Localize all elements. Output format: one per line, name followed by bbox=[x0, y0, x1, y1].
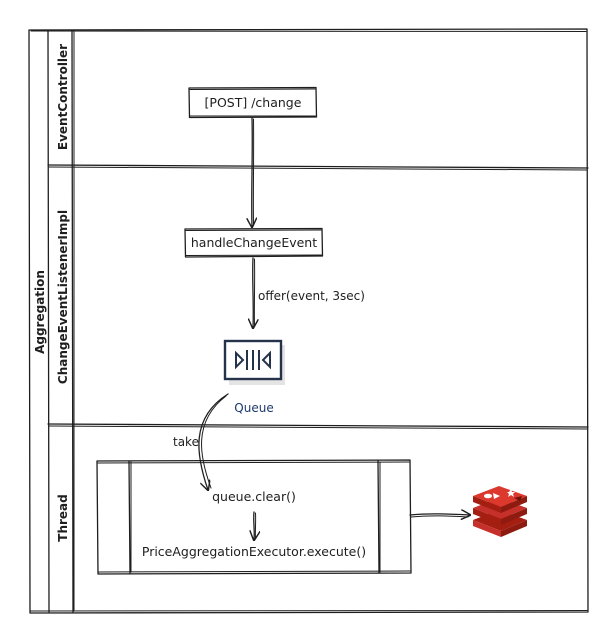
edge-offer-label: offer(event, 3sec) bbox=[258, 289, 365, 303]
node-post-change-label: [POST] /change bbox=[205, 95, 302, 110]
edge-take-label: take bbox=[173, 435, 199, 449]
edge-queue-take bbox=[198, 393, 229, 490]
queue-label: Queue bbox=[234, 401, 273, 415]
queue-icon bbox=[223, 339, 285, 385]
lane-label-change-event-listener-impl: ChangeEventListenerImpl bbox=[56, 210, 70, 384]
edge-handle-to-queue bbox=[253, 257, 254, 328]
lane-label-thread: Thread bbox=[56, 494, 70, 541]
pool-aggregation: Aggregation bbox=[28, 28, 589, 614]
pool-label-aggregation: Aggregation bbox=[33, 270, 47, 354]
edge-post-to-handle bbox=[252, 117, 253, 227]
node-post-change[interactable]: [POST] /change bbox=[188, 86, 318, 119]
node-executor-execute[interactable]: PriceAggregationExecutor.execute() bbox=[142, 544, 366, 559]
edge-to-redis bbox=[409, 514, 470, 515]
node-handle-change-event-label: handleChangeEvent bbox=[191, 235, 317, 250]
thread-process-box bbox=[96, 459, 412, 575]
lane-label-event-controller: EventController bbox=[56, 44, 70, 150]
lane-dividers bbox=[47, 29, 589, 613]
node-queue-clear[interactable]: queue.clear() bbox=[212, 489, 296, 504]
edge-clear-to-execute bbox=[254, 511, 255, 540]
redis-logo-icon bbox=[473, 486, 527, 537]
node-handle-change-event[interactable]: handleChangeEvent bbox=[184, 227, 324, 258]
